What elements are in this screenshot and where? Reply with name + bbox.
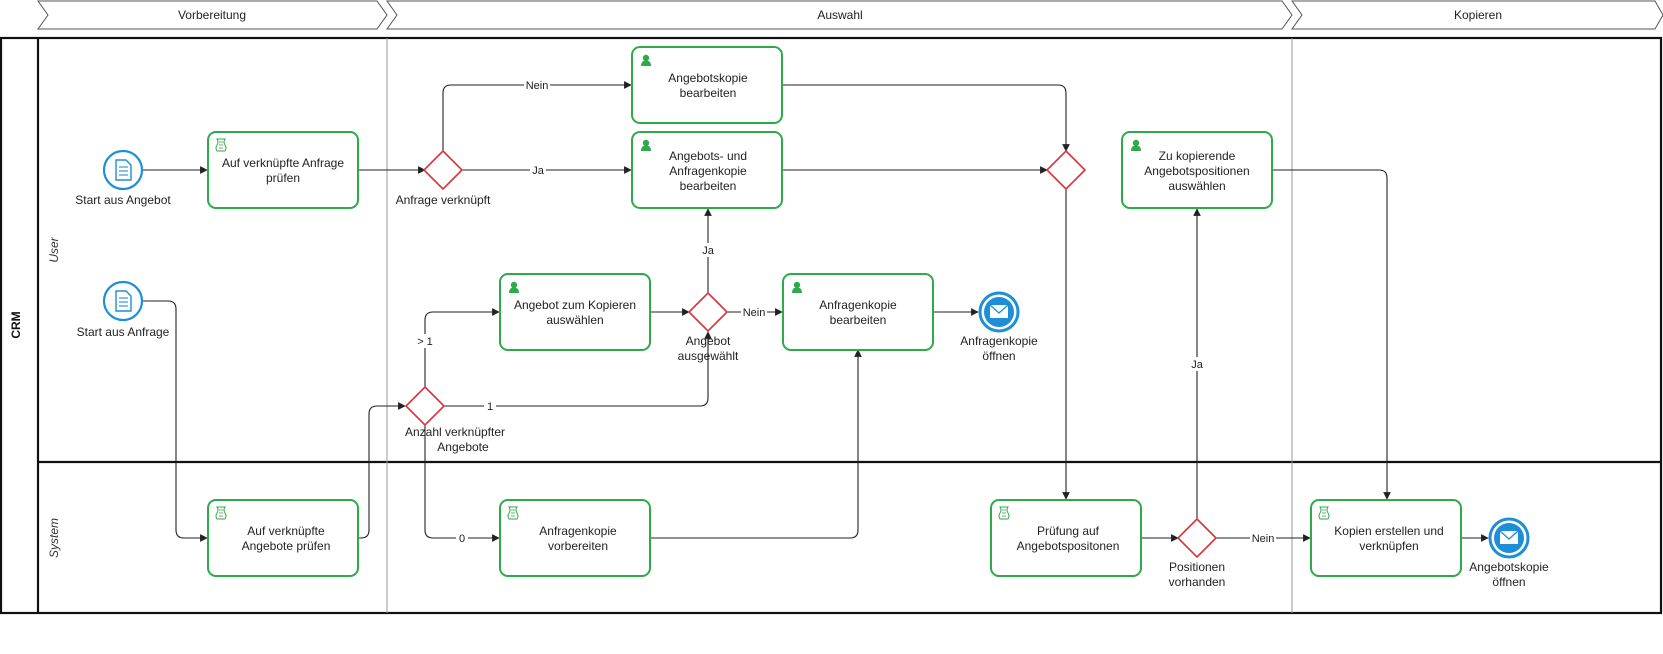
end-event-anfragenkopie-label-1: Anfragenkopie (960, 334, 1038, 348)
svg-text:Anfragenkopie: Anfragenkopie (669, 164, 747, 178)
svg-text:ausgewählt: ausgewählt (678, 349, 739, 363)
task-anfrage-pruefen[interactable]: Auf verknüpfte Anfrage prüfen (207, 131, 359, 209)
svg-text:Auf verknüpfte Anfrage: Auf verknüpfte Anfrage (222, 156, 344, 170)
flow-label-nein-mid: Nein (743, 307, 766, 319)
svg-text:Angebote: Angebote (437, 440, 489, 454)
phase-kopieren (1291, 0, 1663, 30)
svg-text:auswählen: auswählen (1168, 179, 1225, 193)
svg-text:Angebot zum Kopieren: Angebot zum Kopieren (514, 298, 636, 312)
svg-text:Angebote prüfen: Angebote prüfen (242, 539, 331, 553)
gateway-angebot-ausgewaehlt[interactable]: Angebot ausgewählt (678, 291, 739, 363)
svg-text:Kopien erstellen und: Kopien erstellen und (1334, 524, 1443, 538)
phase-label-kopieren: Kopieren (1454, 8, 1502, 22)
svg-text:verknüpfen: verknüpfen (1359, 539, 1418, 553)
flow-label-nein-top: Nein (526, 80, 549, 92)
lane-label-system: System (47, 518, 61, 558)
gateway-positionen-vorhanden[interactable]: Positionen vorhanden (1169, 517, 1226, 589)
task-pruefung-positionen[interactable]: Prüfung auf Angebotspositonen (990, 499, 1142, 577)
svg-text:bearbeiten: bearbeiten (680, 86, 737, 100)
svg-text:prüfen: prüfen (266, 171, 300, 185)
svg-text:Auf verknüpfte: Auf verknüpfte (247, 524, 325, 538)
svg-text:Anfragenkopie: Anfragenkopie (539, 524, 617, 538)
svg-text:vorbereiten: vorbereiten (548, 539, 608, 553)
flow-label-ja-right: Ja (1191, 359, 1204, 371)
end-event-angebotskopie[interactable]: Angebotskopie öffnen (1469, 517, 1549, 589)
svg-text:bearbeiten: bearbeiten (680, 179, 737, 193)
gateway-anzahl-angebote[interactable]: Anzahl verknüpfter Angebote (404, 385, 505, 454)
svg-text:Prüfung auf: Prüfung auf (1037, 524, 1100, 538)
svg-text:Anfragenkopie: Anfragenkopie (819, 298, 897, 312)
phase-auswahl (386, 0, 1293, 30)
lane-label-user: User (47, 236, 61, 262)
document-icon (115, 290, 132, 312)
svg-text:Anfrage verknüpft: Anfrage verknüpft (396, 193, 491, 207)
start-event-angebot-label: Start aus Angebot (75, 193, 171, 207)
end-event-anfragenkopie-label-2: öffnen (982, 349, 1015, 363)
end-event-angebotskopie-label-2: öffnen (1492, 575, 1525, 589)
svg-text:Angebotskopie: Angebotskopie (668, 71, 748, 85)
svg-text:auswählen: auswählen (546, 313, 603, 327)
document-icon (115, 159, 132, 181)
task-angebote-pruefen[interactable]: Auf verknüpfte Angebote prüfen (207, 499, 359, 577)
task-angebot-auswaehlen[interactable]: Angebot zum Kopieren auswählen (499, 273, 651, 351)
svg-text:Positionen: Positionen (1169, 560, 1225, 574)
pool-label: CRM (9, 311, 23, 338)
envelope-icon (989, 304, 1009, 318)
phase-label-auswahl: Auswahl (817, 8, 862, 22)
svg-text:Zu kopierende: Zu kopierende (1159, 149, 1236, 163)
flow-label-zero: 0 (459, 533, 465, 545)
svg-text:Angebot: Angebot (686, 334, 731, 348)
flow-label-nein-bottom: Nein (1252, 533, 1275, 545)
gateway-anfrage-verknuepft[interactable]: Anfrage verknüpft (396, 149, 491, 207)
end-event-angebotskopie-label-1: Angebotskopie (1469, 560, 1549, 574)
pool-crm: CRM User System (0, 36, 1663, 615)
start-event-angebot[interactable]: Start aus Angebot (75, 149, 171, 207)
svg-text:Angebotspositionen: Angebotspositionen (1144, 164, 1249, 178)
task-anfragenkopie-bearbeiten[interactable]: Anfragenkopie bearbeiten (782, 273, 934, 351)
phase-vorbereitung (37, 0, 388, 30)
gateway-merge-top[interactable] (1045, 149, 1087, 191)
task-angebots-anfragenkopie-bearbeiten[interactable]: Angebots- und Anfragenkopie bearbeiten (631, 131, 783, 209)
svg-text:Anzahl verknüpfter: Anzahl verknüpfter (405, 425, 505, 439)
end-event-anfragenkopie[interactable]: Anfragenkopie öffnen (960, 291, 1038, 363)
flow-label-ja-mid: Ja (532, 165, 545, 177)
start-event-anfrage[interactable]: Start aus Anfrage (77, 280, 170, 339)
envelope-icon (1499, 530, 1519, 544)
svg-text:Angebots- und: Angebots- und (669, 149, 747, 163)
task-positionen-auswaehlen[interactable]: Zu kopierende Angebotspositionen auswähl… (1121, 131, 1273, 209)
flow-labels: Nein Ja Ja Nein > 1 1 0 Ja Nein (413, 78, 1276, 545)
flow-label-gt1: > 1 (417, 336, 433, 348)
start-event-anfrage-label: Start aus Anfrage (77, 325, 170, 339)
svg-text:bearbeiten: bearbeiten (830, 313, 887, 327)
task-angebotskopie-bearbeiten[interactable]: Angebotskopie bearbeiten (631, 46, 783, 124)
phase-header: Vorbereitung Auswahl Kopieren (37, 0, 1663, 30)
flow-label-one: 1 (487, 401, 493, 413)
flow-label-ja-up: Ja (702, 245, 715, 257)
phase-label-vorbereitung: Vorbereitung (178, 8, 246, 22)
svg-text:Angebotspositonen: Angebotspositonen (1017, 539, 1120, 553)
task-kopien-erstellen[interactable]: Kopien erstellen und verknüpfen (1310, 499, 1462, 577)
task-anfragenkopie-vorbereiten[interactable]: Anfragenkopie vorbereiten (499, 499, 651, 577)
svg-text:vorhanden: vorhanden (1169, 575, 1226, 589)
